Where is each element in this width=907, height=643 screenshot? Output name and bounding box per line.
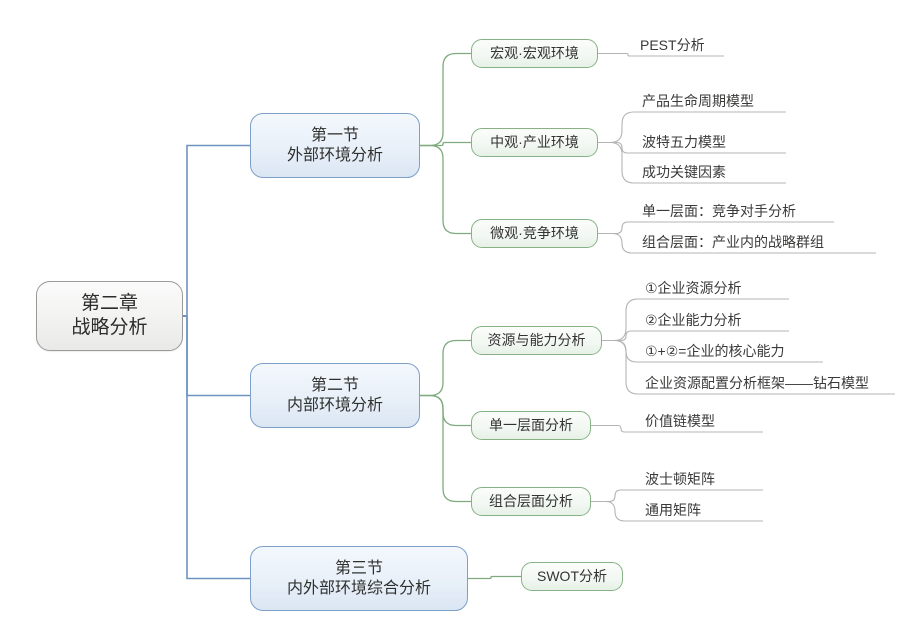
- connector: [186, 315, 250, 580]
- section-external-line-2: 外部环境分析: [286, 146, 383, 164]
- connector: [602, 330, 643, 342]
- connector: [591, 500, 643, 522]
- connector: [186, 144, 250, 317]
- portfolio-level-analysis[interactable]: 组合层面分析: [471, 487, 591, 516]
- industry-environment[interactable]: 中观·产业环境: [471, 128, 598, 157]
- swot-analysis[interactable]: SWOT分析: [521, 562, 623, 591]
- section-external-line-1: 第一节: [310, 126, 359, 144]
- leaf-bcg-matrix-label: 波士顿矩阵: [645, 470, 715, 487]
- leaf-single-level-competitor[interactable]: 单一层面：竞争对手分析: [640, 200, 834, 222]
- connector: [186, 315, 250, 397]
- leaf-porter-five-forces-label: 波特五力模型: [642, 133, 726, 150]
- connector: [591, 489, 643, 503]
- section-comprehensive[interactable]: 第三节内外部环境综合分析: [250, 546, 468, 611]
- connector: [602, 339, 643, 395]
- section-internal-line-1: 第二节: [310, 376, 359, 394]
- competition-environment-line-1: 微观·竞争环境: [490, 224, 579, 241]
- connector: [420, 394, 471, 503]
- section-comprehensive-line-2: 内外部环境综合分析: [286, 579, 431, 597]
- leaf-key-success-factors-label: 成功关键因素: [642, 163, 726, 180]
- leaf-key-success-factors[interactable]: 成功关键因素: [640, 161, 786, 183]
- leaf-enterprise-capability-analysis[interactable]: ②企业能力分析: [643, 309, 789, 331]
- connector: [598, 232, 640, 254]
- leaf-portfolio-level-strategic-group-label: 组合层面：产业内的战略群组: [642, 233, 824, 250]
- macro-environment[interactable]: 宏观·宏观环境: [471, 39, 598, 68]
- leaf-product-life-cycle[interactable]: 产品生命周期模型: [640, 90, 786, 112]
- single-level-analysis[interactable]: 单一层面分析: [471, 411, 591, 440]
- connector: [598, 52, 638, 57]
- leaf-ge-matrix[interactable]: 通用矩阵: [643, 499, 763, 521]
- connector: [468, 575, 521, 580]
- connector: [598, 221, 640, 235]
- leaf-product-life-cycle-label: 产品生命周期模型: [642, 92, 754, 109]
- leaf-core-capability[interactable]: ①+②=企业的核心能力: [643, 340, 823, 362]
- single-level-analysis-line-1: 单一层面分析: [489, 416, 573, 433]
- connector: [420, 141, 471, 147]
- industry-environment-line-1: 中观·产业环境: [490, 133, 579, 150]
- root-node[interactable]: 第二章战略分析: [36, 281, 183, 351]
- leaf-single-level-competitor-label: 单一层面：竞争对手分析: [642, 202, 796, 219]
- connector: [420, 52, 471, 147]
- root-node-line-1: 第二章: [80, 293, 138, 315]
- connector: [598, 141, 640, 154]
- leaf-pest-label: PEST分析: [640, 36, 705, 53]
- leaf-enterprise-resource-analysis[interactable]: ①企业资源分析: [643, 277, 789, 299]
- connector: [420, 144, 471, 235]
- leaf-diamond-model-label: 企业资源配置分析框架——钻石模型: [645, 374, 869, 391]
- portfolio-level-analysis-line-1: 组合层面分析: [489, 492, 573, 509]
- leaf-value-chain-model-label: 价值链模型: [645, 412, 715, 429]
- connector: [420, 394, 471, 427]
- connector: [591, 424, 643, 433]
- leaf-enterprise-resource-analysis-label: ①企业资源分析: [645, 279, 742, 296]
- competition-environment[interactable]: 微观·竞争环境: [471, 219, 598, 248]
- leaf-value-chain-model[interactable]: 价值链模型: [643, 410, 763, 432]
- leaf-porter-five-forces[interactable]: 波特五力模型: [640, 131, 786, 153]
- leaf-portfolio-level-strategic-group[interactable]: 组合层面：产业内的战略群组: [640, 231, 876, 253]
- resource-capability-analysis-line-1: 资源与能力分析: [487, 331, 586, 348]
- connector: [598, 141, 640, 184]
- leaf-pest[interactable]: PEST分析: [638, 34, 724, 56]
- leaf-enterprise-capability-analysis-label: ②企业能力分析: [645, 311, 742, 328]
- section-internal[interactable]: 第二节内部环境分析: [250, 363, 420, 428]
- resource-capability-analysis[interactable]: 资源与能力分析: [471, 326, 602, 355]
- section-external[interactable]: 第一节外部环境分析: [250, 113, 420, 178]
- leaf-bcg-matrix[interactable]: 波士顿矩阵: [643, 468, 763, 490]
- connector: [602, 339, 643, 363]
- section-comprehensive-line-1: 第三节: [334, 559, 383, 577]
- connector: [420, 339, 471, 397]
- leaf-core-capability-label: ①+②=企业的核心能力: [645, 342, 785, 359]
- leaf-diamond-model[interactable]: 企业资源配置分析框架——钻石模型: [643, 372, 895, 394]
- section-internal-line-2: 内部环境分析: [286, 396, 383, 414]
- leaf-ge-matrix-label: 通用矩阵: [645, 501, 701, 518]
- connector: [602, 298, 643, 342]
- connector: [598, 111, 640, 144]
- swot-analysis-line-1: SWOT分析: [537, 567, 607, 584]
- root-node-line-2: 战略分析: [71, 317, 148, 338]
- macro-environment-line-1: 宏观·宏观环境: [490, 44, 579, 61]
